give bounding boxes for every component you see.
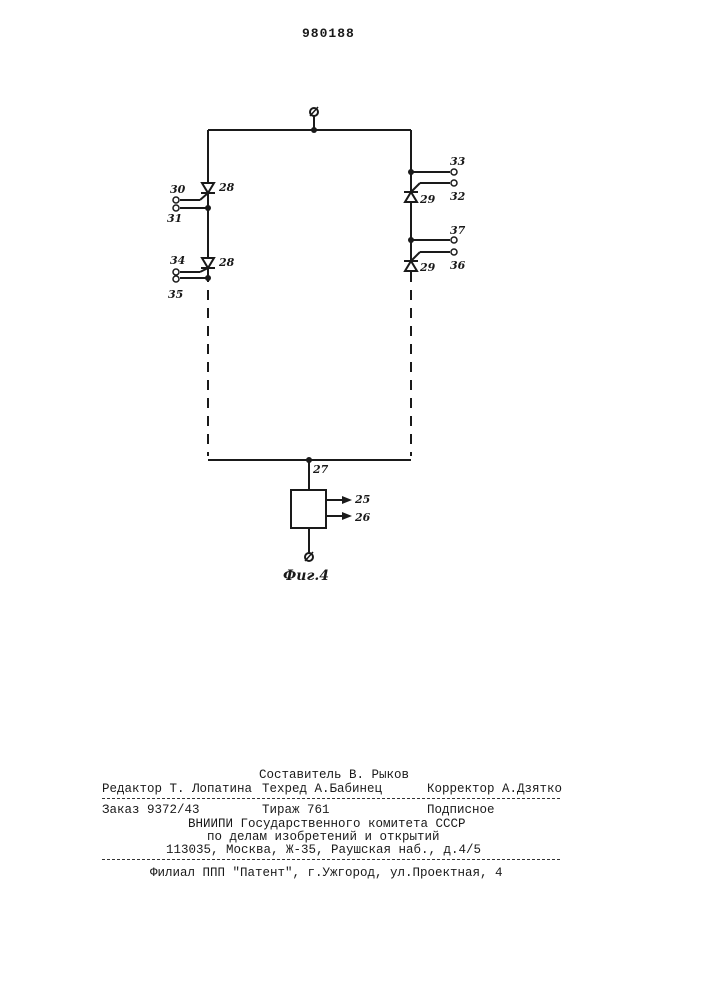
label-28-lower: 28 <box>219 257 234 268</box>
techred-line: Техред А.Бабинец <box>262 782 382 796</box>
org-line-2: по делам изобретений и открытий <box>207 830 440 844</box>
editor-line: Редактор Т. Лопатина <box>102 782 252 796</box>
circuit-diagram <box>0 0 707 620</box>
corrector-line: Корректор А.Дзятко <box>427 782 562 796</box>
label-28-upper: 28 <box>219 182 234 193</box>
subscription-line: Подписное <box>427 803 495 817</box>
label-34: 34 <box>170 255 185 266</box>
arrow-26 <box>342 512 352 520</box>
label-31: 31 <box>167 213 182 224</box>
label-36: 36 <box>450 260 465 271</box>
arrow-25 <box>342 496 352 504</box>
label-29-lower: 29 <box>420 262 435 273</box>
compiler-line: Составитель В. Рыков <box>259 768 409 782</box>
output-block <box>291 490 326 528</box>
org-line-1: ВНИИПИ Государственного комитета СССР <box>188 817 466 831</box>
rule-1 <box>102 798 560 799</box>
branch-line: Филиал ППП "Патент", г.Ужгород, ул.Проек… <box>150 866 503 880</box>
label-33: 33 <box>450 156 465 167</box>
label-32: 32 <box>450 191 465 202</box>
label-35: 35 <box>168 289 183 300</box>
circulation-line: Тираж 761 <box>262 803 330 817</box>
figure-caption: Фиг.4 <box>283 569 329 583</box>
label-26: 26 <box>355 512 370 523</box>
label-27: 27 <box>313 464 328 475</box>
address-line: 113035, Москва, Ж-35, Раушская наб., д.4… <box>166 843 481 857</box>
label-29-upper: 29 <box>420 194 435 205</box>
label-30: 30 <box>170 184 185 195</box>
rule-2 <box>102 859 560 860</box>
label-25: 25 <box>355 494 370 505</box>
order-line: Заказ 9372/43 <box>102 803 200 817</box>
label-37: 37 <box>450 225 465 236</box>
